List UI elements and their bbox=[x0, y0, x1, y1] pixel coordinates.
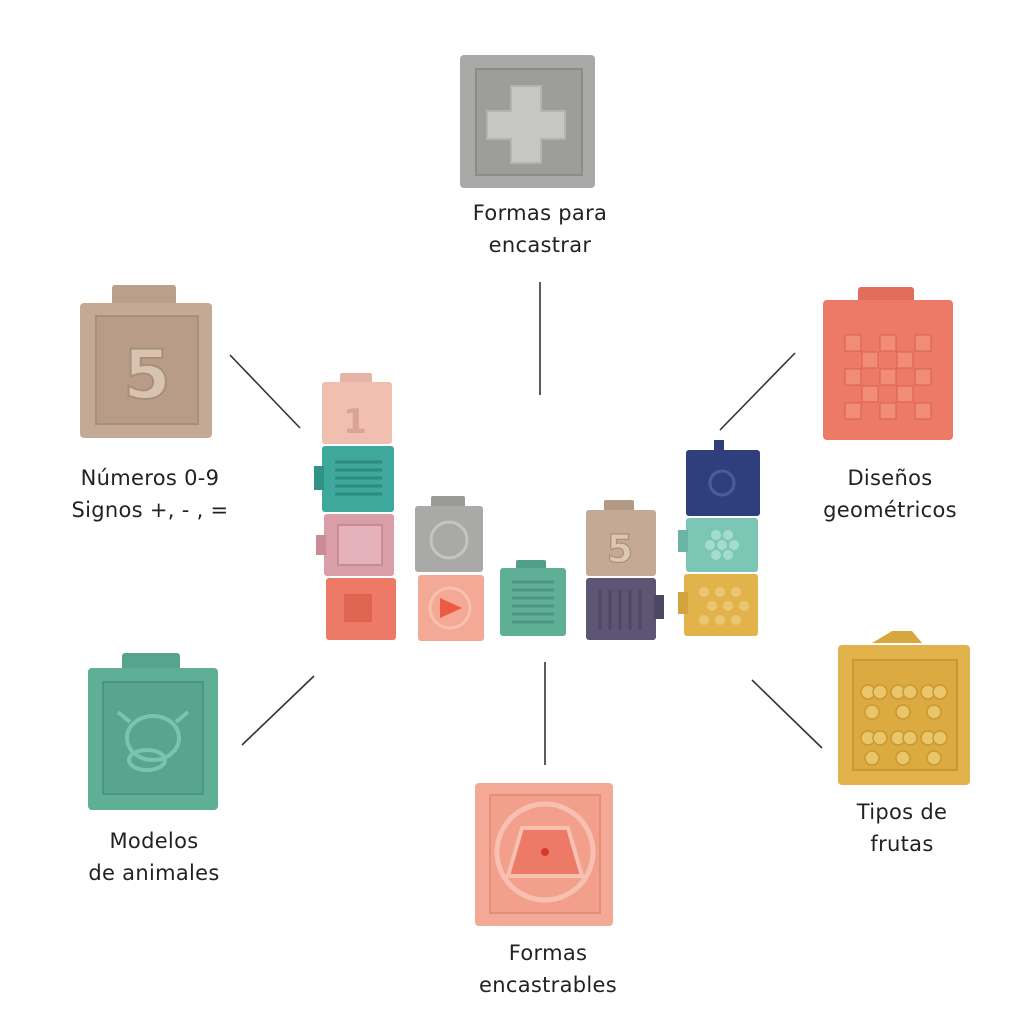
label-formas-encastrar: Formas para encastrar bbox=[472, 201, 608, 257]
connector-lines bbox=[229, 282, 823, 765]
line-bottom-left bbox=[241, 675, 315, 746]
label-disenos-geometricos: Diseños geométricos bbox=[823, 466, 957, 522]
cherry-icons bbox=[860, 684, 948, 766]
label-numeros-signos: Números 0-9 Signos +, - , = bbox=[71, 466, 229, 522]
line-top-right bbox=[719, 352, 796, 431]
center-block-stacks: 1 5 bbox=[314, 373, 760, 641]
label-tipos-frutas: Tipos de frutas bbox=[856, 800, 948, 856]
block-number-glyph: 5 bbox=[123, 336, 170, 415]
cow-icon bbox=[116, 710, 190, 772]
label-formas-encastrables: Formas encastrables bbox=[479, 941, 617, 997]
line-top-left bbox=[229, 354, 301, 429]
line-bottom-right bbox=[751, 679, 823, 749]
beige-number-block: 5 bbox=[80, 285, 212, 438]
stack-number-one: 1 bbox=[343, 402, 367, 442]
coral-geometric-block bbox=[823, 287, 953, 440]
label-modelos-animales: Modelos de animales bbox=[88, 829, 220, 885]
yellow-fruit-block bbox=[838, 631, 970, 785]
peach-shape-block bbox=[475, 783, 613, 926]
gray-cross-block bbox=[460, 55, 595, 188]
stack-number-five: 5 bbox=[607, 527, 633, 571]
teal-animal-block bbox=[88, 653, 218, 810]
